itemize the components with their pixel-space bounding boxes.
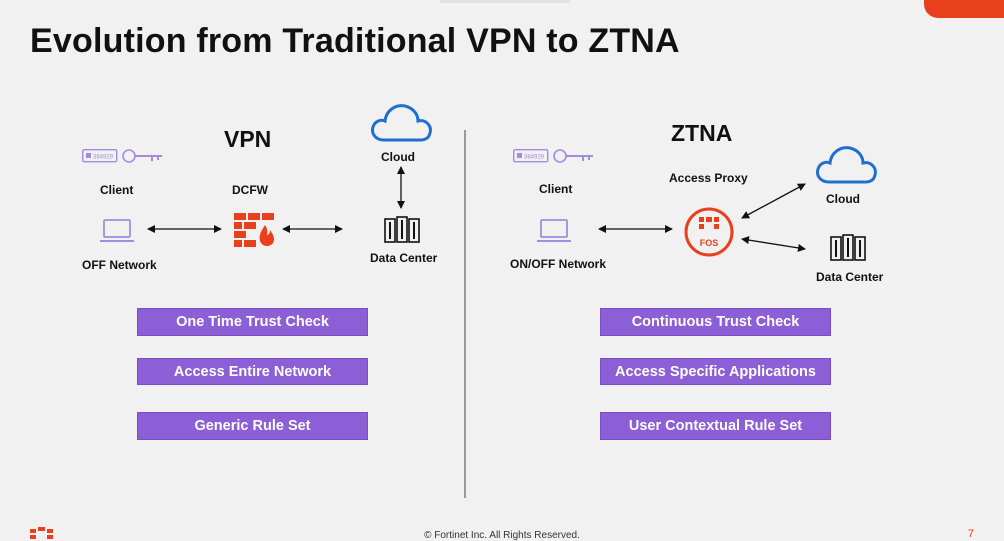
- fortinet-logo-icon: [30, 527, 53, 539]
- dcfw-label: DCFW: [232, 183, 268, 197]
- token-key-icon: 384929: [81, 149, 162, 163]
- svg-text:FOS: FOS: [700, 238, 719, 248]
- continuous-trust-check-button[interactable]: Continuous Trust Check: [600, 308, 831, 336]
- top-divider-line: [440, 0, 570, 3]
- vpn-heading: VPN: [224, 126, 272, 152]
- vpn-network-label: OFF Network: [82, 258, 157, 272]
- laptop-icon: [100, 219, 134, 242]
- access-specific-applications-button[interactable]: Access Specific Applications: [600, 358, 831, 385]
- slide-title: Evolution from Traditional VPN to ZTNA: [30, 22, 680, 60]
- access-entire-network-button[interactable]: Access Entire Network: [137, 358, 368, 385]
- section-divider: [464, 130, 466, 498]
- access-proxy-label: Access Proxy: [669, 171, 748, 185]
- cloud-icon: [816, 146, 877, 184]
- svg-text:384929: 384929: [93, 154, 114, 160]
- brand-corner-accent: [924, 0, 1004, 18]
- ztna-network-label: ON/OFF Network: [510, 257, 607, 271]
- user-contextual-rule-set-button[interactable]: User Contextual Rule Set: [600, 412, 831, 440]
- vpn-datacenter-label: Data Center: [370, 251, 438, 265]
- ztna-datacenter-label: Data Center: [816, 270, 884, 284]
- laptop-icon: [537, 219, 571, 242]
- vpn-client-label: Client: [100, 183, 134, 197]
- copyright-footer: © Fortinet Inc. All Rights Reserved.: [424, 530, 580, 541]
- data-center-icon: [384, 216, 420, 243]
- ztna-cloud-label: Cloud: [826, 192, 860, 206]
- fortios-proxy-icon: FOS: [684, 207, 734, 257]
- vpn-cloud-label: Cloud: [381, 150, 415, 164]
- ztna-heading: ZTNA: [671, 120, 733, 146]
- page-number: 7: [967, 528, 974, 540]
- ztna-client-label: Client: [539, 182, 573, 196]
- svg-text:384929: 384929: [524, 154, 545, 160]
- one-time-trust-check-button[interactable]: One Time Trust Check: [137, 308, 368, 336]
- data-center-icon: [830, 234, 866, 261]
- token-key-icon: 384929: [512, 149, 593, 163]
- cloud-icon: [371, 104, 432, 142]
- generic-rule-set-button[interactable]: Generic Rule Set: [137, 412, 368, 440]
- firewall-icon: [234, 213, 275, 247]
